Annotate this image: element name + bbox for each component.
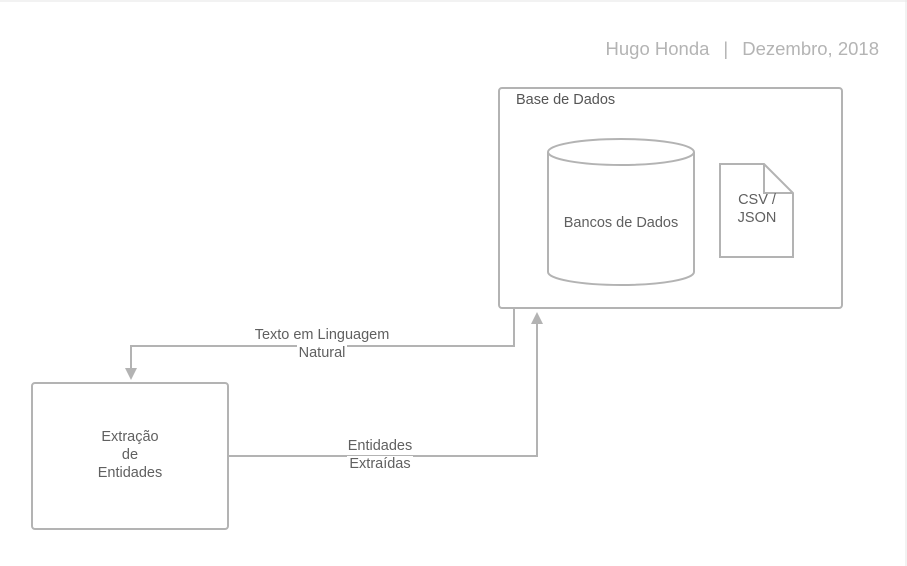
- file-document-fold: [763, 164, 793, 194]
- file-document-shape[interactable]: [719, 163, 794, 258]
- extraction-label-line1: Extração: [101, 429, 159, 445]
- extraction-label: Extração de Entidades: [32, 428, 228, 482]
- database-cylinder-label: Bancos de Dados: [563, 215, 679, 231]
- extraction-box[interactable]: [31, 382, 229, 530]
- header-separator: |: [723, 38, 729, 59]
- database-container-title: Base de Dados: [516, 92, 616, 108]
- edge-extraction-to-db[interactable]: [229, 312, 543, 457]
- file-document-label: CSV / JSON: [722, 191, 792, 227]
- edge-db-to-extraction-label-line2: Natural: [296, 345, 348, 361]
- database-cylinder-shape[interactable]: [547, 138, 695, 286]
- file-document-label-line2: JSON: [737, 210, 777, 226]
- header-date: Dezembro, 2018: [742, 38, 879, 59]
- edge-db-to-extraction-label-line1: Texto em Linguagem: [252, 327, 392, 343]
- extraction-label-line3: Entidades: [97, 465, 163, 481]
- edge-db-to-extraction-label: Texto em Linguagem Natural: [242, 326, 402, 362]
- header-credit: Hugo Honda | Dezembro, 2018: [606, 38, 879, 60]
- header-author: Hugo Honda: [605, 38, 710, 59]
- edge-extraction-to-db-label-line2: Extraídas: [347, 456, 413, 472]
- extraction-label-line2: de: [121, 447, 139, 463]
- file-document-label-line1: CSV /: [738, 192, 776, 208]
- edge-extraction-to-db-label: Entidades Extraídas: [320, 437, 440, 473]
- edge-extraction-to-db-label-line1: Entidades: [345, 438, 415, 454]
